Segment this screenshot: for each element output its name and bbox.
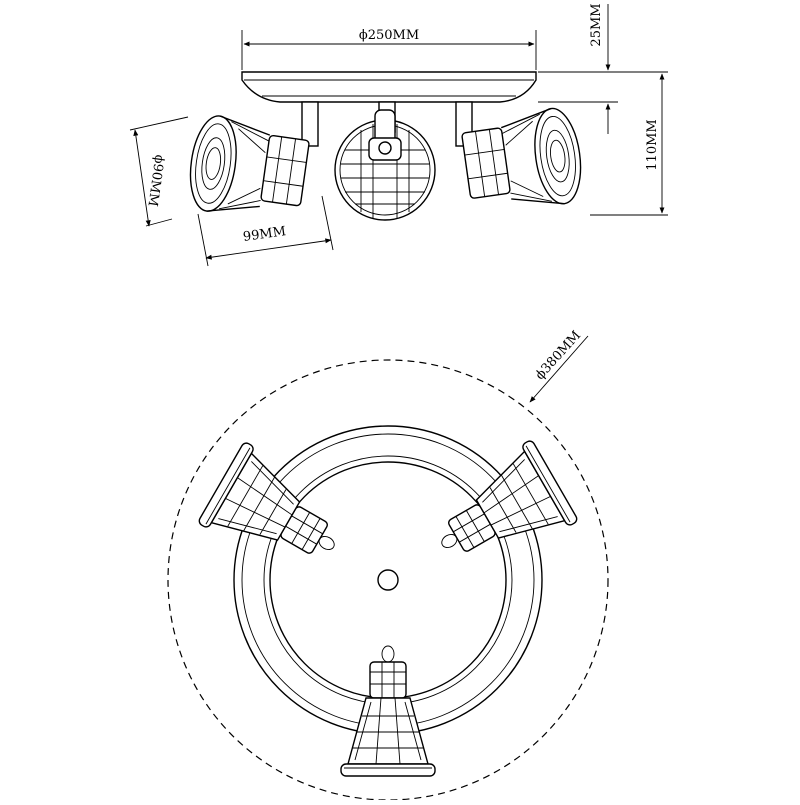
total-height-label: 110MM [645,119,660,170]
top-right-spotlight [418,438,580,587]
top-view: ϕ380MM [167,328,609,801]
top-bottom-spotlight [340,645,436,777]
top-left-spotlight [196,440,358,589]
dim-plate-diameter: ϕ250MM [241,28,537,70]
overall-diameter-label: ϕ380MM [533,328,584,383]
overall-diameter-circle [167,359,609,801]
ceiling-plate [241,71,537,103]
left-stem [301,101,319,147]
dim-plate-height: 25MM [538,3,668,134]
dim-head-length: 99MM [197,195,334,267]
plate-diameter-label: ϕ250MM [359,28,419,43]
dim-head-diameter: ϕ90MM [129,116,189,227]
left-spotlight [189,115,310,212]
dim-total-height: 110MM [590,73,668,216]
center-spotlight [334,109,436,221]
head-length-label: 99MM [242,224,287,245]
side-view: ϕ250MM 25MM 110MM ϕ90MM 99MM [129,3,668,267]
head-diameter-label: ϕ90MM [144,154,166,208]
plate-height-label: 25MM [589,3,604,46]
dim-overall-diameter: ϕ380MM [529,328,589,403]
center-hole [377,569,399,591]
right-spotlight [461,107,582,205]
